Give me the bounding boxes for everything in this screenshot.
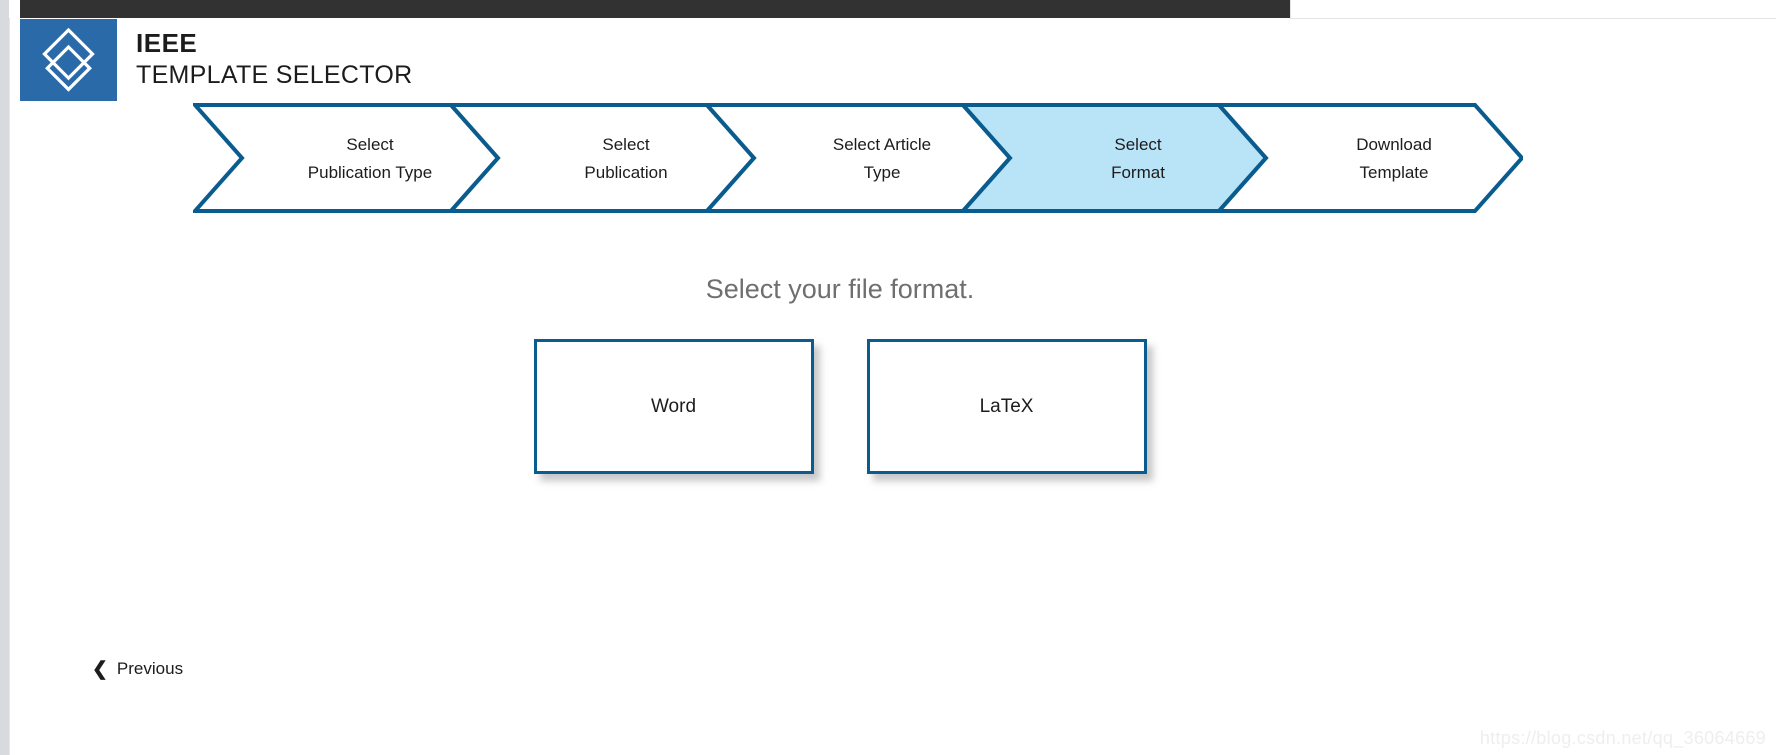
step-label-line1: Select [346, 135, 394, 154]
step-label-line2: Template [1359, 163, 1429, 182]
brand-title: IEEE [136, 28, 198, 58]
step-label-line2: Publication [584, 163, 668, 182]
format-options: Word LaTeX [20, 339, 1660, 474]
page-content: IEEE TEMPLATE SELECTOR Select Publicatio… [20, 19, 1776, 755]
browser-left-edge [9, 18, 20, 755]
page-title: Select your file format. [705, 274, 975, 304]
step-shape-5 [1214, 103, 1523, 213]
step-label-line2: Type [863, 163, 901, 182]
step-label-line2: Format [1111, 163, 1165, 182]
browser-left-strip [0, 0, 9, 755]
format-option-latex[interactable]: LaTeX [866, 339, 1147, 474]
previous-button[interactable]: ❮ Previous [92, 659, 183, 679]
stepper-item-2[interactable]: Select Publication [498, 131, 754, 187]
step-label-line1: Select [602, 135, 650, 154]
format-option-word[interactable]: Word [533, 339, 814, 474]
watermark: https://blog.csdn.net/qq_36064669 [1479, 728, 1766, 748]
format-option-label: Word [650, 395, 697, 417]
step-label-line1: Download [1356, 135, 1432, 154]
step-label-line2: Publication Type [307, 163, 433, 182]
stepper-item-5[interactable]: Download Template [1266, 131, 1522, 187]
browser-dark-bar [20, 0, 1290, 18]
stepper: Select Publication Type Select Publicati… [193, 103, 1523, 213]
step-label-line1: Select [1114, 135, 1162, 154]
brand-text: IEEE TEMPLATE SELECTOR [136, 28, 412, 92]
chevron-left-icon: ❮ [92, 658, 108, 680]
previous-label: Previous [116, 659, 184, 678]
stepper-item-4[interactable]: Select Format [1010, 131, 1266, 187]
format-option-label: LaTeX [979, 395, 1034, 417]
brand-subtitle: TEMPLATE SELECTOR [136, 61, 413, 89]
stepper-item-1[interactable]: Select Publication Type [242, 131, 498, 187]
step-label-line1: Select Article [832, 135, 932, 154]
browser-top-panel [1290, 0, 1776, 19]
brand-header: IEEE TEMPLATE SELECTOR [20, 19, 412, 101]
ieee-diamond-logo-icon [20, 19, 117, 101]
stepper-item-3[interactable]: Select Article Type [754, 131, 1010, 187]
